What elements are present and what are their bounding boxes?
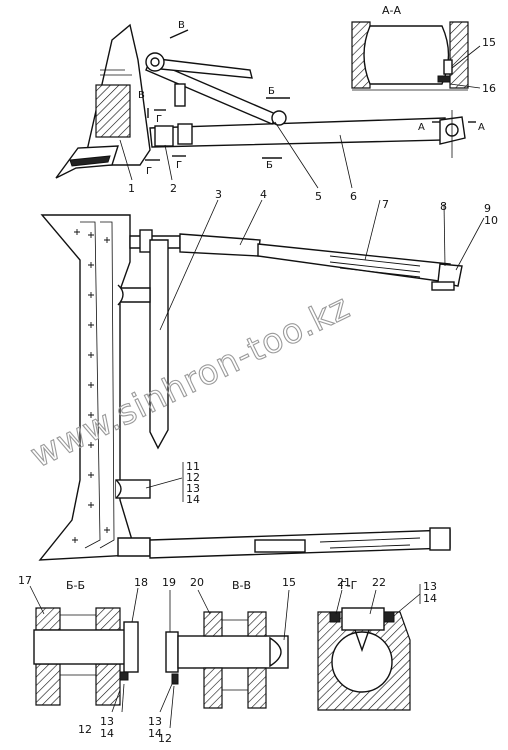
watermark-text: www.sinhron-too.kz: [24, 287, 356, 476]
section-mark-g3: Г: [156, 114, 162, 125]
section-gg-title: Г-Г: [340, 579, 358, 592]
callout-20: 20: [190, 576, 204, 589]
callout-13-bb: 13: [100, 715, 114, 728]
callout-12-vv: 12: [158, 732, 172, 745]
side-view: В В Б Б Г Г Г А А: [55, 20, 485, 179]
lower-arm-slots: [319, 537, 421, 549]
callout-14-bb: 14: [100, 727, 114, 740]
callout-18: 18: [134, 576, 148, 589]
section-mark-b2: Б: [266, 160, 273, 171]
section-bb: Б-Б: [29, 579, 139, 713]
callout-12: 12: [186, 471, 200, 484]
callout-15: 15: [482, 36, 496, 49]
plan-view: [38, 214, 463, 561]
callout-14-gg: 14: [423, 592, 437, 605]
section-vv-title: В-В: [232, 579, 251, 592]
callout-14: 14: [186, 493, 200, 506]
callout-13-vv: 13: [148, 715, 162, 728]
section-vv: В-В: [159, 579, 290, 729]
callout-13: 13: [186, 482, 200, 495]
callout-5: 5: [315, 190, 322, 203]
section-aa: А-А: [351, 4, 481, 91]
callout-2: 2: [170, 182, 177, 195]
callout-3: 3: [215, 188, 222, 201]
callout-6: 6: [350, 190, 357, 203]
callout-9: 9: [484, 202, 491, 215]
callout-21: 21: [337, 576, 351, 589]
leaders-mid: [145, 199, 485, 489]
section-gg: Г-Г: [317, 579, 421, 711]
section-mark-v2: В: [138, 90, 145, 101]
section-bb-title: Б-Б: [66, 579, 85, 592]
callout-15-vv: 15: [282, 576, 296, 589]
upper-arm-slots: [329, 255, 421, 278]
callout-19: 19: [162, 576, 176, 589]
callout-8: 8: [440, 200, 447, 213]
leaders-top: [119, 121, 353, 189]
blade-plus-marks: [72, 229, 110, 543]
callout-11: 11: [186, 460, 200, 473]
callout-10: 10: [484, 214, 498, 227]
callout-13-gg: 13: [423, 580, 437, 593]
callout-7: 7: [382, 198, 389, 211]
callout-14-vv: 14: [148, 727, 162, 740]
section-mark-g1: Г: [146, 166, 152, 177]
section-aa-title: А-А: [382, 4, 401, 17]
callout-4: 4: [260, 188, 267, 201]
section-mark-a1: А: [418, 122, 425, 133]
callout-22: 22: [372, 576, 386, 589]
callout-12-bb: 12: [78, 723, 92, 736]
section-mark-g2: Г: [176, 160, 182, 171]
callout-17: 17: [18, 574, 32, 587]
section-mark-b1: Б: [268, 86, 275, 97]
callout-1: 1: [128, 182, 135, 195]
callout-16: 16: [482, 82, 496, 95]
section-mark-v1: В: [178, 20, 185, 31]
section-mark-a2: А: [478, 122, 485, 133]
